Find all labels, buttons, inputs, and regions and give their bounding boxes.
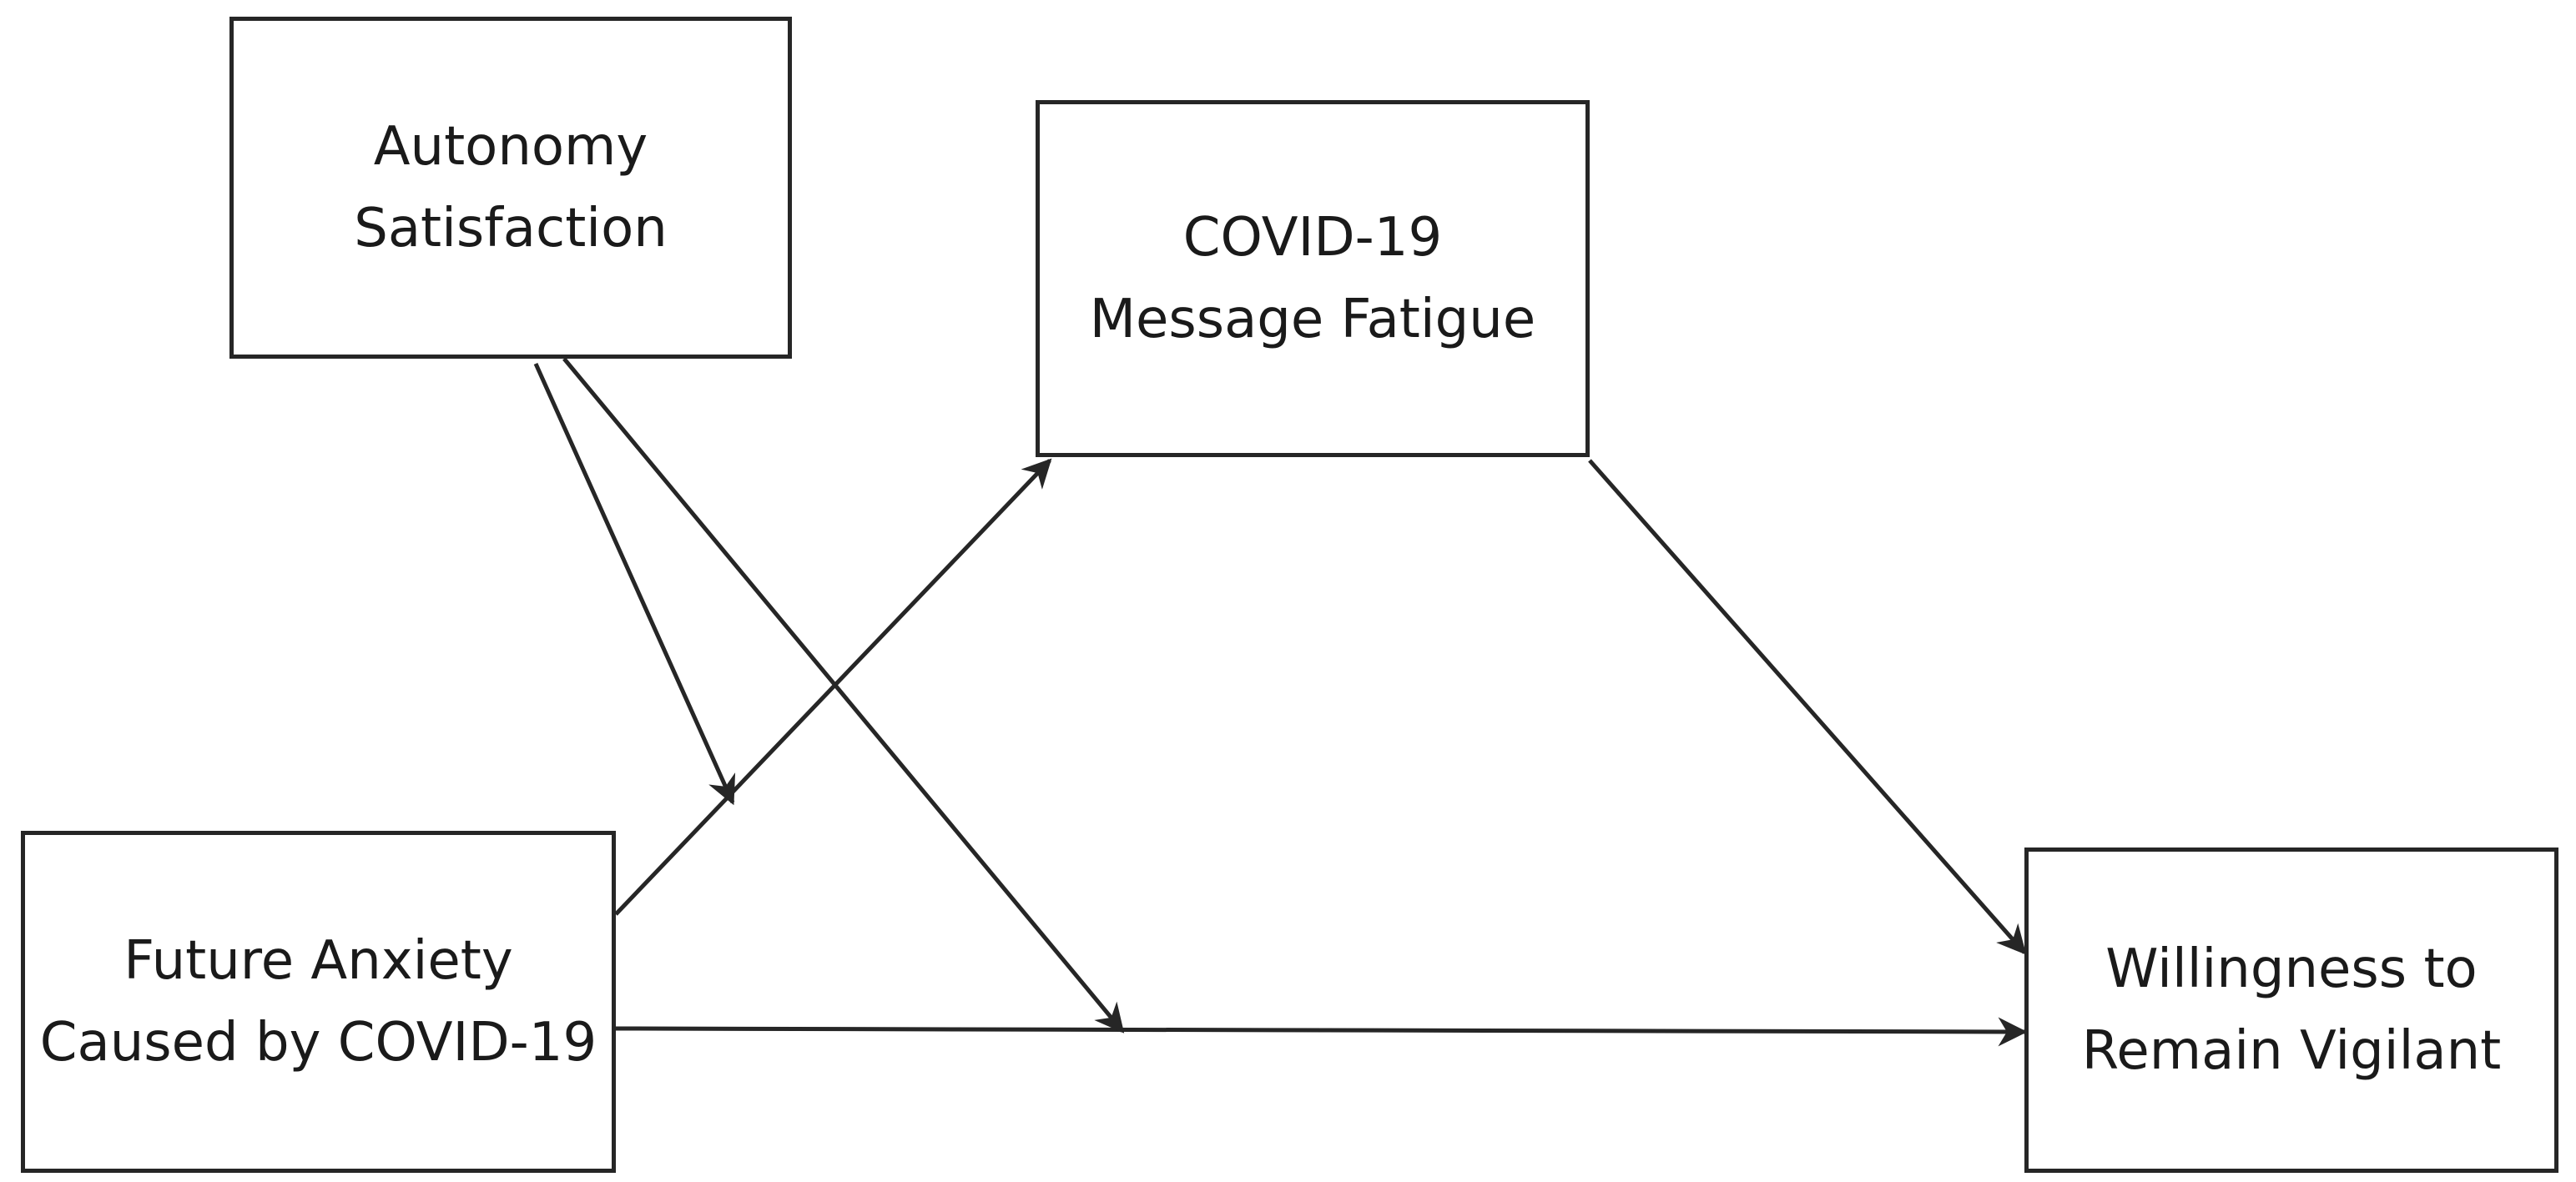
edge-autonomy-moderates-direct-path (562, 357, 1125, 1034)
node-autonomy-line2: Satisfaction (354, 198, 668, 259)
node-future-anxiety: Future Anxiety Caused by COVID-19 (21, 831, 616, 1173)
node-autonomy-satisfaction: Autonomy Satisfaction (229, 17, 792, 359)
node-willingness-vigilant: Willingness to Remain Vigilant (2024, 848, 2558, 1173)
edge-anxiety-to-fatigue (614, 458, 1052, 916)
edge-fatigue-to-vigilant (1588, 459, 2027, 955)
node-autonomy-line1: Autonomy (373, 116, 648, 178)
node-fatigue-line2: Message Fatigue (1089, 289, 1536, 350)
edge-anxiety-to-vigilant (615, 1017, 2028, 1047)
node-anxiety-line2: Caused by COVID-19 (39, 1012, 597, 1074)
node-fatigue-line1: COVID-19 (1182, 207, 1443, 269)
edge-autonomy-moderates-fatigue-path (533, 362, 736, 806)
node-anxiety-line1: Future Anxiety (124, 930, 513, 992)
node-message-fatigue: COVID-19 Message Fatigue (1036, 100, 1590, 457)
node-vigilant-line2: Remain Vigilant (2081, 1020, 2502, 1082)
node-vigilant-line1: Willingness to (2105, 938, 2478, 1000)
